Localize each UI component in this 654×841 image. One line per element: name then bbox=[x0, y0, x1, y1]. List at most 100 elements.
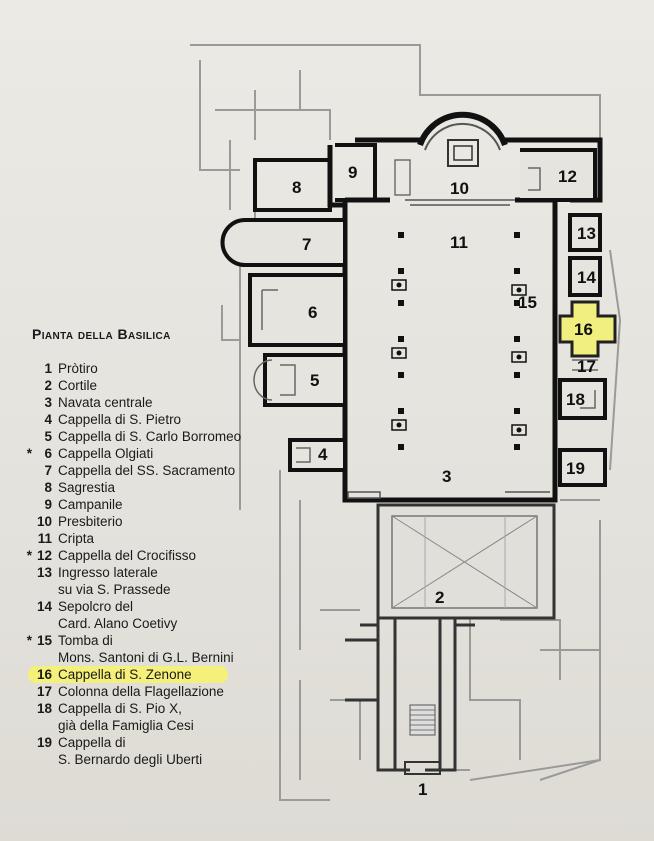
legend-number: 19 bbox=[36, 735, 52, 750]
legend-asterisk bbox=[22, 734, 32, 768]
legend-asterisk bbox=[22, 666, 32, 683]
map-label-16: 16 bbox=[574, 320, 593, 339]
legend-number: 7 bbox=[44, 463, 52, 478]
entrance-corridor bbox=[345, 618, 475, 772]
legend-number: 2 bbox=[44, 378, 52, 393]
legend-item-6: * 6 Cappella Olgiati bbox=[22, 445, 292, 462]
legend-text: Tomba di Mons. Santoni di G.L. Bernini bbox=[58, 633, 234, 665]
legend-item-12: * 12 Cappella del Crocifisso bbox=[22, 547, 292, 564]
legend-asterisk: * bbox=[26, 548, 32, 563]
legend-text: Cappella di S. Pietro bbox=[58, 412, 182, 427]
legend-number: 16 bbox=[36, 667, 52, 682]
map-label-2: 2 bbox=[435, 588, 444, 607]
legend-item-8: 8 Sagrestia bbox=[22, 479, 292, 496]
legend-number: 1 bbox=[44, 361, 52, 376]
legend-number: 8 bbox=[44, 480, 52, 495]
legend-item-2: 2 Cortile bbox=[22, 377, 292, 394]
map-label-10: 10 bbox=[450, 179, 469, 198]
map-label-17: 17 bbox=[577, 357, 596, 376]
map-label-12: 12 bbox=[558, 167, 577, 186]
map-label-7: 7 bbox=[302, 235, 311, 254]
legend-number: 6 bbox=[44, 446, 52, 461]
legend-text: Cappella di S. Zenone bbox=[58, 667, 192, 682]
map-label-6: 6 bbox=[308, 303, 317, 322]
legend-item-11: 11 Cripta bbox=[22, 530, 292, 547]
map-label-14: 14 bbox=[577, 268, 596, 287]
legend-text: Cappella di S. Pio X, già della Famiglia… bbox=[58, 701, 194, 733]
legend-item-7: 7 Cappella del SS. Sacramento bbox=[22, 462, 292, 479]
legend-text: Ingresso laterale su via S. Prassede bbox=[58, 565, 171, 597]
legend-asterisk bbox=[22, 496, 32, 513]
map-label-9: 9 bbox=[348, 163, 357, 182]
legend-text: Sepolcro del Card. Alano Coetivy bbox=[58, 599, 178, 631]
legend-asterisk: * bbox=[26, 633, 32, 648]
map-label-8: 8 bbox=[292, 178, 301, 197]
entrance-steps bbox=[404, 704, 441, 775]
legend-text: Colonna della Flagellazione bbox=[58, 684, 224, 699]
legend-number: 4 bbox=[44, 412, 52, 427]
legend-number: 3 bbox=[44, 395, 52, 410]
map-label-1: 1 bbox=[418, 780, 427, 799]
legend-item-13: 13 Ingresso laterale su via S. Prassede bbox=[22, 564, 292, 598]
apse bbox=[394, 111, 515, 206]
map-label-13: 13 bbox=[577, 224, 596, 243]
legend-asterisk bbox=[22, 598, 32, 632]
courtyard bbox=[376, 503, 556, 620]
legend-text: Cripta bbox=[58, 531, 95, 546]
legend-asterisk bbox=[22, 530, 32, 547]
legend-asterisk bbox=[22, 394, 32, 411]
legend-item-1: 1 Pròtiro bbox=[22, 360, 292, 377]
map-label-3: 3 bbox=[442, 467, 451, 486]
legend-asterisk bbox=[22, 564, 32, 598]
chapel-details bbox=[253, 289, 311, 463]
legend-text: Campanile bbox=[58, 497, 123, 512]
facade-portal bbox=[347, 491, 381, 499]
room-labels: 1 2 3 4 5 6 7 8 9 10 11 12 13 14 15 16 1… bbox=[292, 163, 596, 799]
map-label-11: 11 bbox=[450, 233, 468, 252]
legend-asterisk bbox=[22, 700, 32, 734]
map-label-5: 5 bbox=[310, 371, 319, 390]
legend-number: 5 bbox=[44, 429, 52, 444]
legend-text: Cappella del Crocifisso bbox=[58, 548, 197, 563]
legend-asterisk: * bbox=[26, 446, 32, 461]
legend-text: Sagrestia bbox=[58, 480, 116, 495]
legend-item-9: 9 Campanile bbox=[22, 496, 292, 513]
legend-text: Cappella del SS. Sacramento bbox=[58, 463, 236, 478]
legend-asterisk bbox=[22, 683, 32, 700]
legend-item-16: 16 Cappella di S. Zenone bbox=[22, 666, 292, 683]
map-label-4: 4 bbox=[318, 445, 328, 464]
legend-number: 13 bbox=[36, 565, 52, 580]
legend-text: Pròtiro bbox=[58, 361, 98, 376]
left-chapels bbox=[220, 143, 377, 472]
legend-number: 12 bbox=[36, 548, 52, 563]
legend-asterisk bbox=[22, 462, 32, 479]
legend-number: 11 bbox=[37, 531, 52, 546]
legend-asterisk bbox=[22, 360, 32, 377]
legend-asterisk bbox=[22, 428, 32, 445]
chapel-16-highlight bbox=[558, 300, 617, 358]
legend-number: 17 bbox=[36, 684, 52, 699]
legend-text: Cappella di S. Bernardo degli Uberti bbox=[58, 735, 203, 767]
legend-item-19: 19 Cappella di S. Bernardo degli Uberti bbox=[22, 734, 292, 768]
legend-title: Pianta della Basilica bbox=[32, 326, 171, 342]
legend-item-14: 14 Sepolcro del Card. Alano Coetivy bbox=[22, 598, 292, 632]
map-label-15: 15 bbox=[518, 293, 537, 312]
right-chapel-details bbox=[528, 167, 598, 409]
legend-number: 14 bbox=[36, 599, 52, 614]
map-label-19: 19 bbox=[566, 459, 585, 478]
legend-asterisk bbox=[22, 479, 32, 496]
legend-text: Cappella Olgiati bbox=[58, 446, 154, 461]
legend-asterisk bbox=[22, 411, 32, 428]
legend-text: Cappella di S. Carlo Borromeo bbox=[58, 429, 242, 444]
map-label-18: 18 bbox=[566, 390, 585, 409]
legend-number: 9 bbox=[44, 497, 52, 512]
legend-number: 10 bbox=[36, 514, 52, 529]
legend-text: Cortile bbox=[58, 378, 98, 393]
legend-asterisk bbox=[22, 513, 32, 530]
